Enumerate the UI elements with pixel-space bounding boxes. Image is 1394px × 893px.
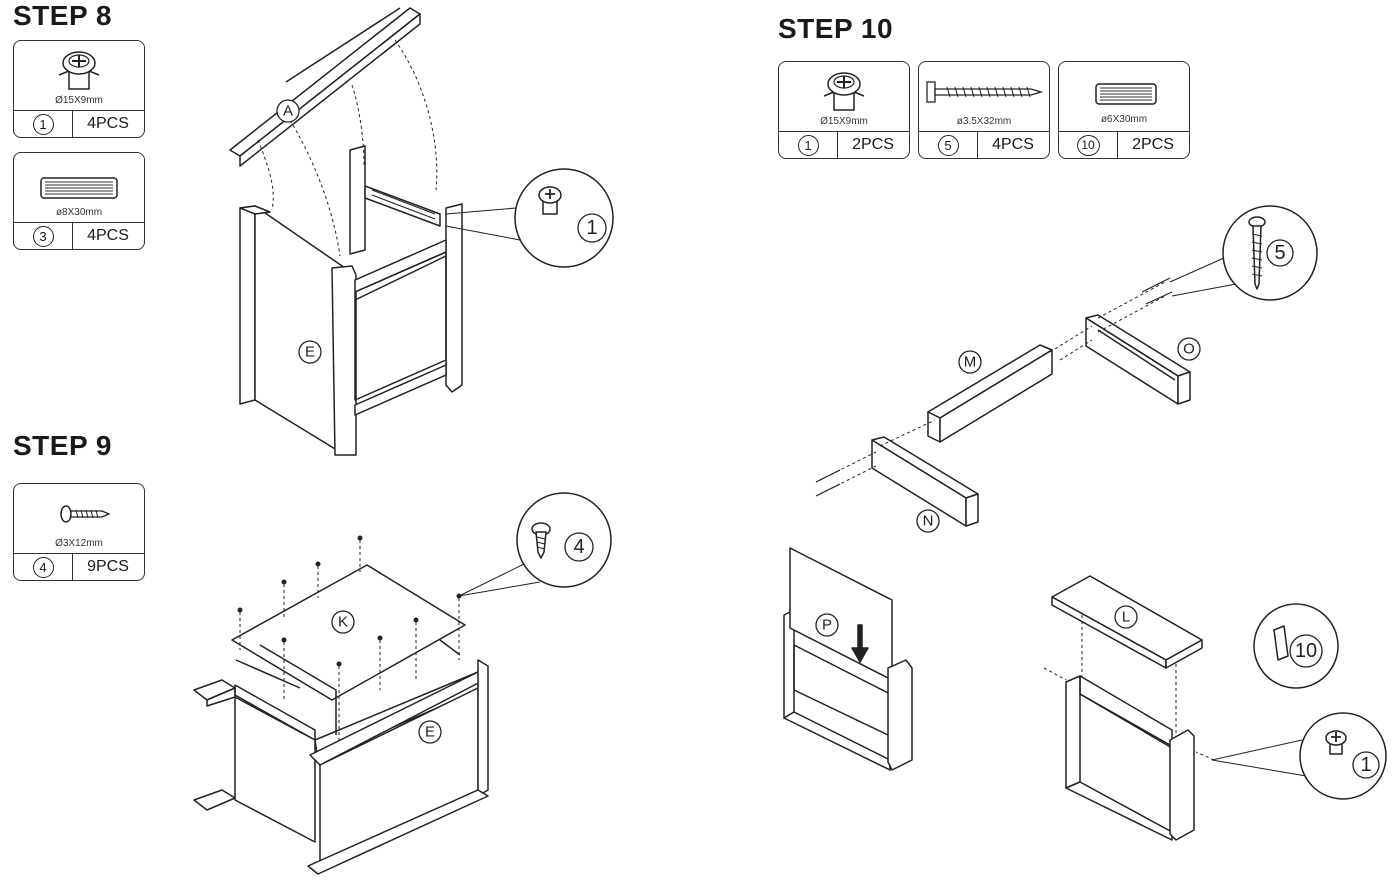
- wood-dowel-icon: [1059, 62, 1189, 134]
- long-screw-icon: [919, 62, 1049, 134]
- part-quantity: 2PCS: [1132, 136, 1174, 153]
- cam-lock-icon: [1325, 730, 1347, 755]
- panel-label-p: P: [822, 617, 832, 634]
- panel-label-e: E: [425, 724, 435, 741]
- part-size: ø6X30mm: [1100, 114, 1148, 125]
- cam-lock-icon: [14, 41, 144, 113]
- part-size: Ø3X12mm: [55, 538, 103, 549]
- part-card-wood-dowel: ø6X30mm 10 2PCS: [1058, 61, 1190, 159]
- step8-cabinet-drawing: [229, 7, 463, 456]
- part-card-cam-lock: Ø15X9mm 1 2PCS: [778, 61, 910, 159]
- part-number: 3: [32, 225, 54, 247]
- callout-number: 1: [1360, 754, 1371, 776]
- step9-cabinet-drawing: [193, 564, 489, 875]
- part-card-long-screw: ø3.5X32mm 5 4PCS: [918, 61, 1050, 159]
- part-size: Ø15X9mm: [55, 95, 103, 106]
- step-9-title: STEP 9: [13, 430, 112, 461]
- part-number: 1: [32, 113, 54, 135]
- part-card-wood-dowel: ø8X30mm 3 4PCS: [13, 152, 145, 250]
- part-size: ø8X30mm: [55, 207, 103, 218]
- short-screw-icon: [14, 484, 144, 556]
- panel-label-k: K: [338, 614, 348, 631]
- part-quantity: 4PCS: [87, 227, 129, 244]
- part-size: ø3.5X32mm: [956, 116, 1012, 127]
- panel-label-l: L: [1122, 609, 1130, 626]
- callout-number: 4: [573, 536, 584, 558]
- callout-number: 5: [1274, 242, 1285, 264]
- step-10-title: STEP 10: [778, 13, 894, 44]
- step10-rails-drawing: [871, 314, 1191, 527]
- cam-lock-icon: [779, 62, 909, 134]
- panel-label-e: E: [305, 344, 315, 361]
- part-number: 1: [797, 134, 819, 156]
- part-quantity: 4PCS: [87, 115, 129, 132]
- panel-label-o: O: [1183, 341, 1195, 358]
- long-screw-icon: [1248, 216, 1266, 290]
- part-card-cam-lock: Ø15X9mm 1 4PCS: [13, 40, 145, 138]
- part-number: 4: [32, 556, 54, 578]
- step10-panel-p-drawing: [783, 547, 913, 771]
- short-screw-icon: [531, 522, 551, 559]
- panel-label-a: A: [283, 103, 293, 120]
- panel-label-m: M: [964, 354, 977, 371]
- callout-number: 10: [1295, 640, 1317, 662]
- step9-screw-callout: [516, 492, 612, 588]
- step-8-title: STEP 8: [13, 0, 112, 31]
- part-number: 10: [1076, 134, 1100, 156]
- panel-label-n: N: [923, 513, 934, 530]
- part-quantity: 9PCS: [87, 558, 129, 575]
- wood-dowel-icon: [14, 153, 144, 225]
- part-size: Ø15X9mm: [820, 116, 868, 127]
- part-number: 5: [937, 134, 959, 156]
- wood-dowel-icon: [1273, 625, 1289, 661]
- cam-lock-icon: [538, 186, 562, 215]
- part-quantity: 4PCS: [992, 136, 1034, 153]
- part-card-short-screw: Ø3X12mm 4 9PCS: [13, 483, 145, 581]
- callout-number: 1: [586, 217, 597, 239]
- part-quantity: 2PCS: [852, 136, 894, 153]
